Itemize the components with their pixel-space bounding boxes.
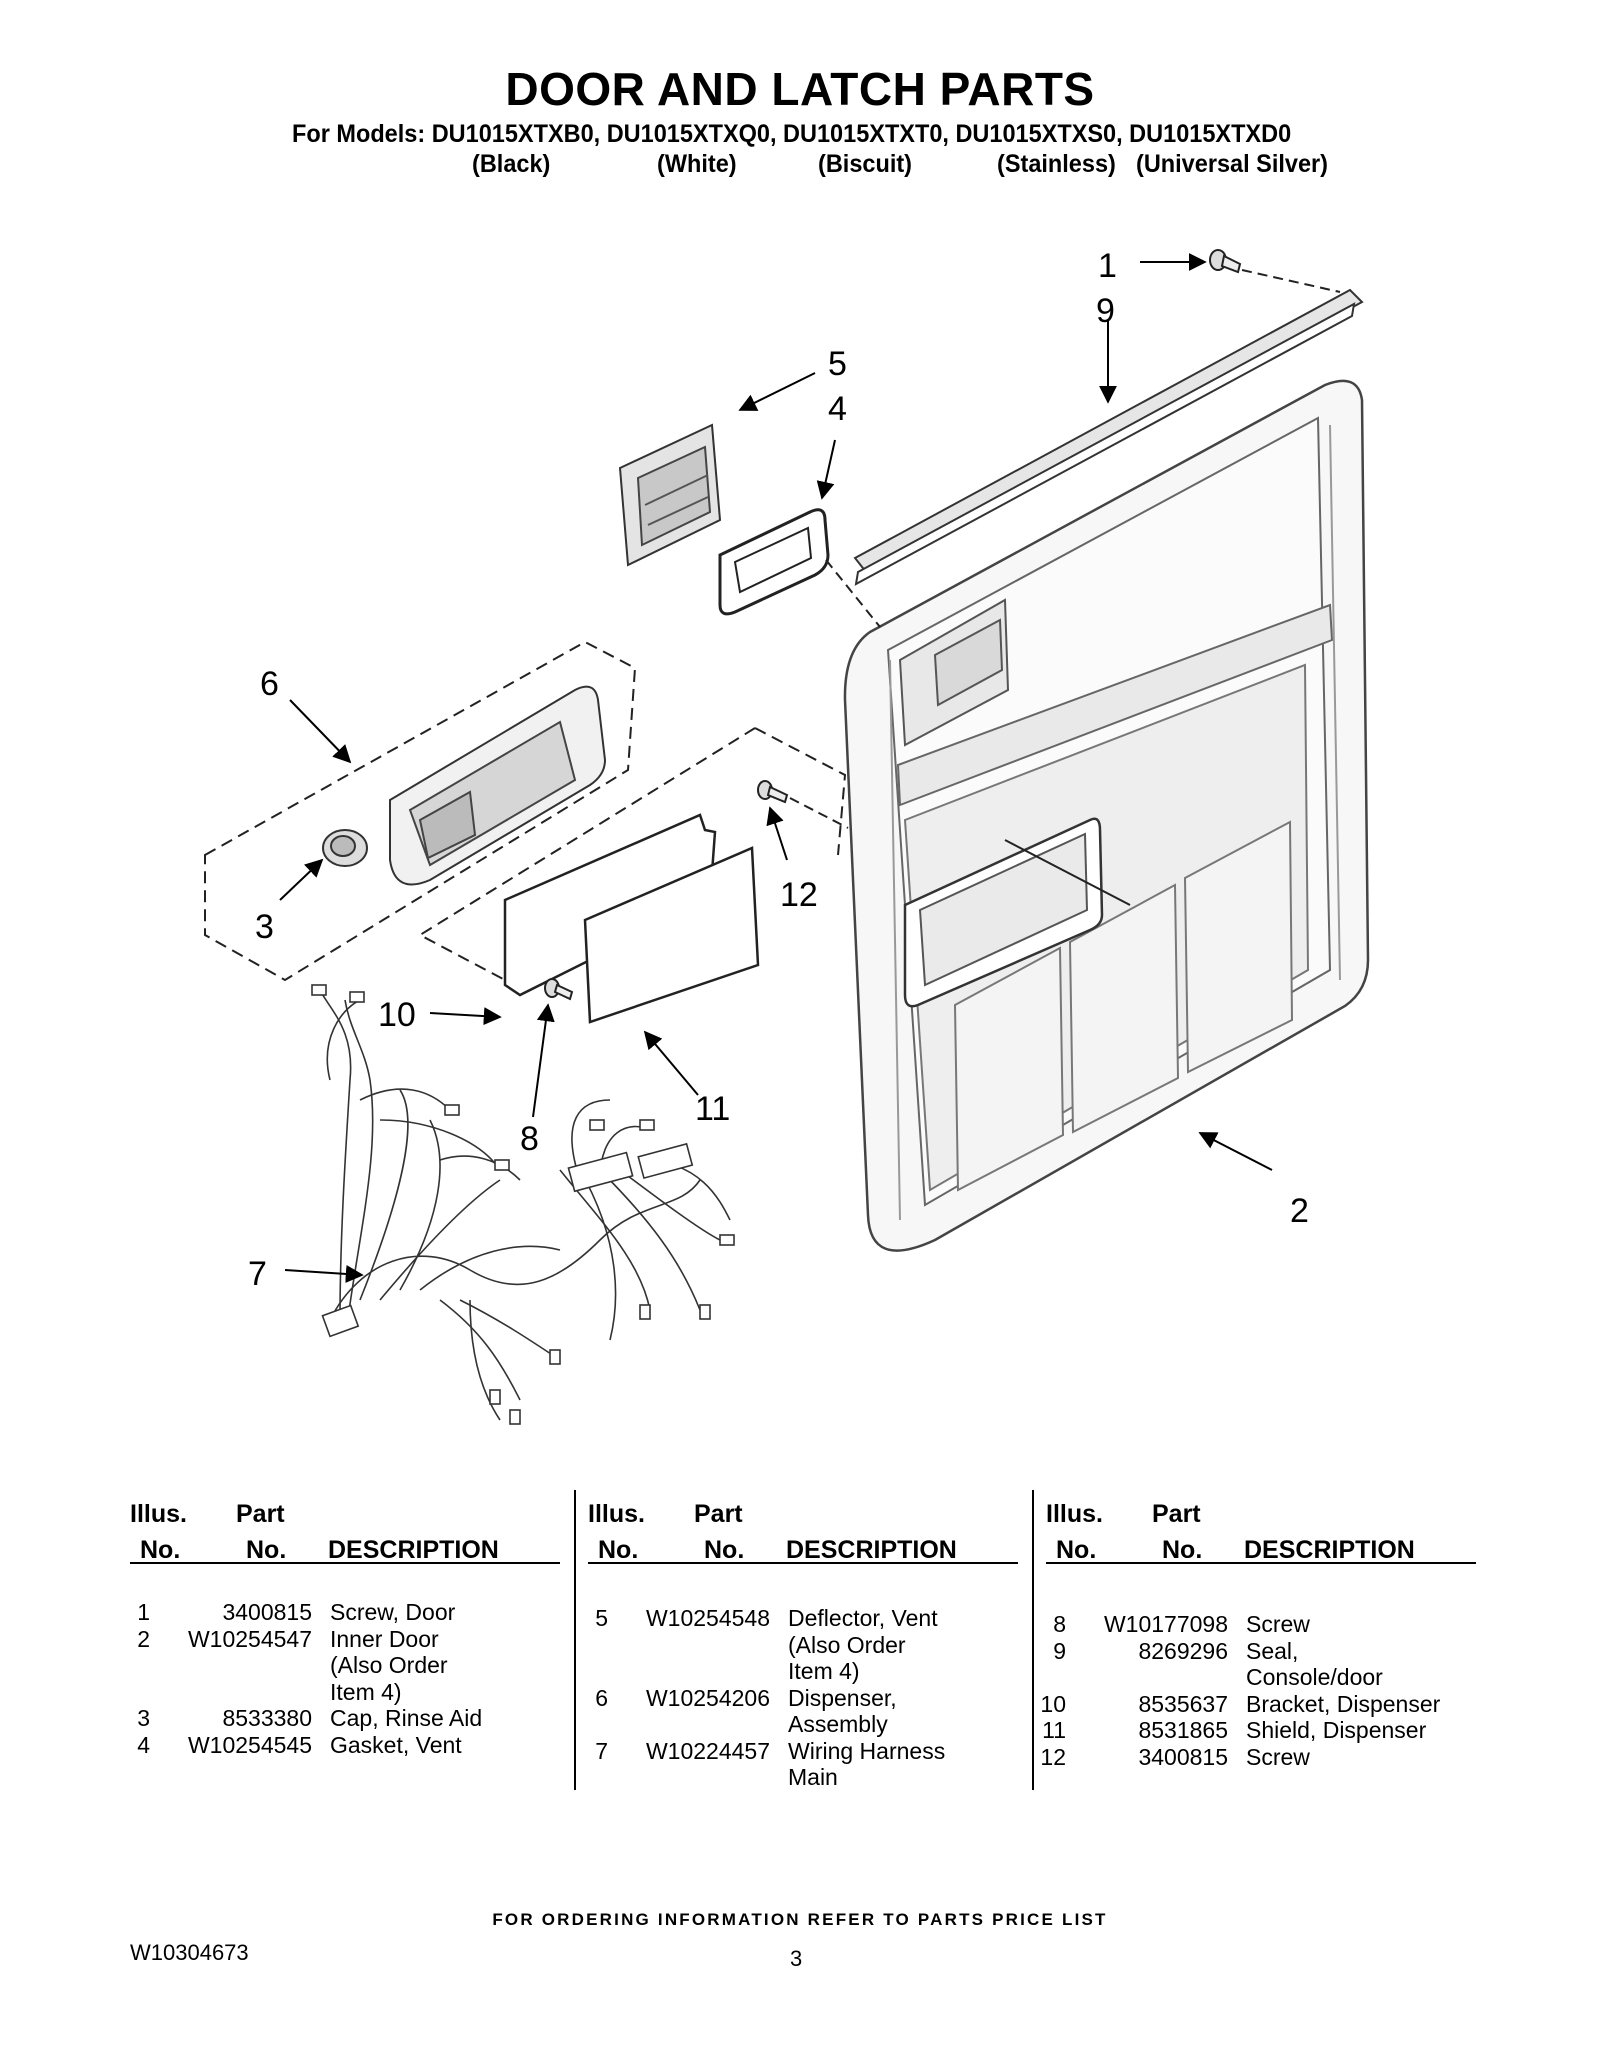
- col-header-description: DESCRIPTION: [786, 1536, 957, 1564]
- column-divider: [1032, 1490, 1034, 1790]
- models-line: For Models: DU1015XTXB0, DU1015XTXQ0, DU…: [292, 120, 1292, 148]
- part-description: Inner Door: [330, 1625, 439, 1652]
- callout-7: 7: [248, 1255, 267, 1293]
- header-rule: [1046, 1562, 1476, 1564]
- part-number: W10254548: [645, 1605, 770, 1631]
- part-number: W10254545: [187, 1731, 312, 1758]
- illus-number: 7: [595, 1737, 608, 1764]
- document-id: W10304673: [130, 1940, 249, 1965]
- color-biscuit: (Biscuit): [818, 150, 912, 178]
- screw-1: [1209, 249, 1242, 274]
- screw-12: [757, 780, 789, 804]
- col-header-illus-no: No.: [598, 1536, 639, 1564]
- col-header-illus-no: No.: [1056, 1536, 1097, 1564]
- part-number: 3400815: [222, 1599, 312, 1625]
- rinse-aid-cap: [322, 829, 368, 867]
- col-header-part: Part: [1152, 1500, 1201, 1528]
- illus-number: 1: [137, 1599, 150, 1625]
- part-description: Wiring Harness: [788, 1737, 946, 1764]
- part-number: 8269296: [1138, 1637, 1228, 1664]
- illus-number: 8: [1053, 1611, 1066, 1637]
- inner-door: [843, 379, 1370, 1252]
- callout-8: 8: [520, 1120, 539, 1158]
- color-stainless: (Stainless): [997, 150, 1116, 178]
- col-header-part: Part: [694, 1500, 743, 1528]
- col-header-illus: Illus.: [130, 1500, 187, 1528]
- part-description: Deflector, Vent: [788, 1605, 938, 1631]
- illus-number: 10: [1040, 1690, 1066, 1717]
- illus-number: 12: [1040, 1743, 1066, 1770]
- illus-number: 6: [595, 1684, 608, 1711]
- part-description: Dispenser,: [788, 1684, 897, 1711]
- part-description: Shield, Dispenser: [1246, 1717, 1427, 1743]
- part-number: W10254206: [645, 1684, 770, 1711]
- callout-1: 1: [1098, 247, 1117, 285]
- illus-number: 11: [1042, 1717, 1066, 1743]
- header-rule: [130, 1562, 560, 1564]
- dispenser-assembly: [389, 685, 607, 886]
- part-description: Console/door: [1246, 1664, 1383, 1690]
- callout-6: 6: [260, 665, 279, 703]
- illus-number: 2: [137, 1625, 150, 1652]
- column-divider: [574, 1490, 576, 1790]
- callout-2: 2: [1290, 1192, 1309, 1230]
- col-header-illus-no: No.: [140, 1536, 181, 1564]
- part-number: 8531865: [1138, 1717, 1228, 1743]
- callout-3: 3: [255, 908, 274, 946]
- part-number: W10177098: [1103, 1611, 1228, 1637]
- callout-9: 9: [1096, 292, 1115, 330]
- illus-number: 5: [595, 1605, 608, 1631]
- callout-10: 10: [378, 996, 416, 1034]
- part-description: Main: [788, 1764, 838, 1790]
- header-rule: [588, 1562, 1018, 1564]
- part-number: W10254547: [187, 1625, 312, 1652]
- color-universal-silver: (Universal Silver): [1136, 150, 1329, 178]
- col-header-illus: Illus.: [1046, 1500, 1103, 1528]
- callout-4: 4: [828, 390, 847, 428]
- part-number: 8535637: [1138, 1690, 1228, 1717]
- part-description: (Also Order: [330, 1652, 448, 1678]
- part-description: (Also Order: [788, 1631, 906, 1658]
- part-description: Gasket, Vent: [330, 1731, 462, 1758]
- ordering-note: FOR ORDERING INFORMATION REFER TO PARTS …: [492, 1910, 1108, 1929]
- wiring-harness: [311, 984, 735, 1425]
- part-number: 3400815: [1138, 1743, 1228, 1770]
- part-description: Item 4): [330, 1678, 402, 1705]
- col-header-part: Part: [236, 1500, 285, 1528]
- callout-11: 11: [695, 1090, 730, 1128]
- illus-number: 9: [1053, 1637, 1066, 1664]
- color-black: (Black): [472, 150, 551, 178]
- screw-8: [544, 978, 574, 1001]
- part-description: Seal,: [1246, 1637, 1299, 1664]
- page-number: 3: [790, 1946, 803, 1971]
- callout-12: 12: [780, 876, 818, 914]
- part-description: Assembly: [788, 1711, 888, 1737]
- illus-number: 3: [137, 1705, 150, 1731]
- col-header-description: DESCRIPTION: [1244, 1536, 1415, 1564]
- col-header-description: DESCRIPTION: [328, 1536, 499, 1564]
- vent-gasket: [718, 508, 830, 616]
- exploded-parts-diagram: 1 9 5 4 6 3 12 10 11 8 2 7: [204, 247, 1370, 1425]
- col-header-illus: Illus.: [588, 1500, 645, 1528]
- part-number: W10224457: [645, 1737, 770, 1764]
- illus-number: 4: [137, 1731, 150, 1758]
- col-header-part-no: No.: [246, 1536, 287, 1564]
- part-description: Screw: [1246, 1743, 1310, 1770]
- part-description: Bracket, Dispenser: [1246, 1690, 1441, 1717]
- color-white: (White): [657, 150, 737, 178]
- part-description: Cap, Rinse Aid: [330, 1705, 483, 1731]
- part-description: Screw: [1246, 1611, 1310, 1637]
- part-number: 8533380: [222, 1705, 312, 1731]
- callout-5: 5: [828, 345, 847, 383]
- part-description: Item 4): [788, 1658, 860, 1684]
- dispenser-shield: [583, 846, 760, 1024]
- col-header-part-no: No.: [1162, 1536, 1203, 1564]
- vent-deflector: [618, 423, 722, 567]
- col-header-part-no: No.: [704, 1536, 745, 1564]
- part-description: Screw, Door: [330, 1599, 456, 1625]
- page-title: DOOR AND LATCH PARTS: [505, 63, 1095, 115]
- console-seal: [853, 288, 1364, 586]
